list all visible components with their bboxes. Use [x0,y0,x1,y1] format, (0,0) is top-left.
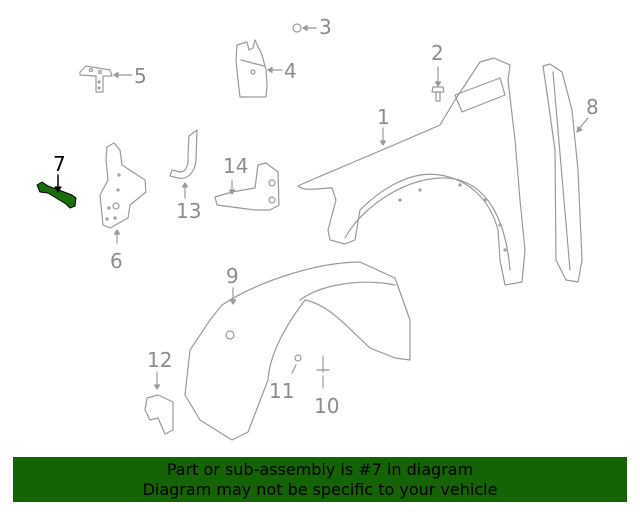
part-info-banner: Part or sub-assembly is #7 in diagram Di… [13,457,627,502]
part-2-bolt-icon[interactable] [431,66,445,102]
part-8-seal-icon[interactable] [542,63,589,283]
banner-line-disclaimer: Diagram may not be specific to your vehi… [142,480,498,499]
part-10-pushpin-icon[interactable] [316,355,330,389]
callout-8[interactable]: 8 [586,95,599,119]
parts-diagram: 3 5 4 2 1 8 7 6 13 14 9 12 11 10 [36,15,599,441]
callout-10[interactable]: 10 [314,394,340,418]
callout-12[interactable]: 12 [147,348,173,372]
part-7-highlighted-bracket-icon[interactable] [36,174,77,209]
callout-9[interactable]: 9 [226,264,239,288]
part-13-strap-icon[interactable] [169,129,198,199]
callout-13[interactable]: 13 [176,199,202,223]
callout-14[interactable]: 14 [223,154,249,178]
callout-5[interactable]: 5 [134,64,147,88]
part-4-bracket-icon[interactable] [235,39,283,98]
part-3-clip-icon[interactable] [292,23,317,33]
banner-line-part-number: Part or sub-assembly is #7 in diagram [166,460,474,479]
callout-2[interactable]: 2 [431,41,444,65]
part-6-bracket-icon[interactable] [99,142,147,244]
callout-7[interactable]: 7 [53,152,66,176]
part-1-fender-icon[interactable] [297,57,526,286]
part-12-bracket-icon[interactable] [144,371,174,435]
part-11-clip-icon[interactable] [291,354,302,374]
callout-4[interactable]: 4 [284,59,297,83]
callout-6[interactable]: 6 [110,249,123,273]
part-14-bracket-icon[interactable] [214,162,280,211]
part-9-wheelhouse-liner-icon[interactable] [184,261,411,441]
part-5-bracket-icon[interactable] [79,65,133,93]
callout-1[interactable]: 1 [377,105,390,129]
callout-3[interactable]: 3 [319,15,332,39]
callout-11[interactable]: 11 [269,379,295,403]
